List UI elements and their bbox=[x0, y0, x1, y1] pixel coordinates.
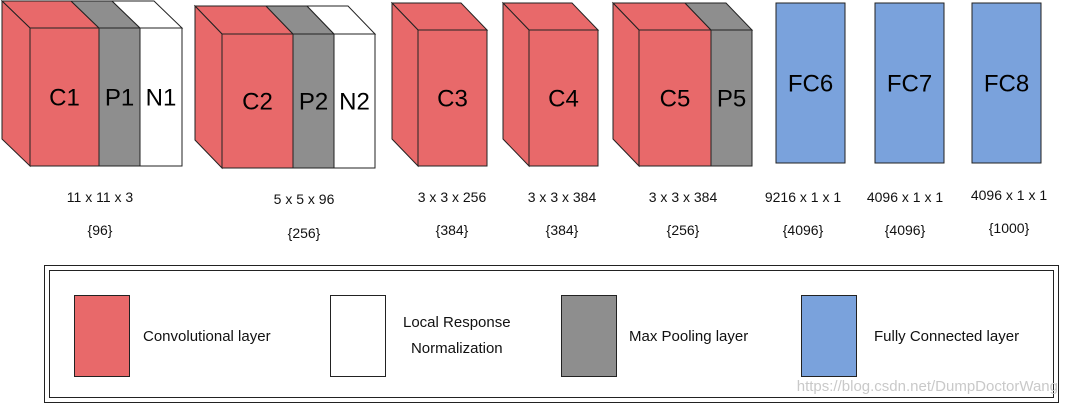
legend-label-norm: Local Response Normalization bbox=[403, 310, 511, 362]
annotation-kernel-1: 11 x 11 x 3 bbox=[66, 189, 134, 205]
legend bbox=[44, 265, 1059, 403]
annotation-kernel-7: 4096 x 1 x 1 bbox=[866, 189, 944, 205]
block-label-n1: N1 bbox=[146, 84, 177, 111]
block-fc6 bbox=[775, 2, 846, 164]
layer-group-c4: C4 bbox=[501, 1, 600, 168]
legend-swatch-norm bbox=[330, 295, 386, 377]
annotation-filters-5: {256} bbox=[666, 222, 700, 238]
watermark: https://blog.csdn.net/DumpDoctorWang bbox=[796, 378, 1058, 395]
block-side-face-c4 bbox=[502, 1, 530, 168]
block-c5 bbox=[638, 29, 712, 167]
layer-group-fc8: FC8 bbox=[971, 2, 1042, 164]
layer-group-c2-p2-n2: C2 P2 N2 bbox=[193, 4, 377, 170]
legend-label-pool: Max Pooling layer bbox=[629, 328, 749, 345]
annotation-filters-3: {384} bbox=[435, 222, 469, 238]
block-c1 bbox=[29, 27, 100, 167]
legend-label-conv: Convolutional layer bbox=[143, 328, 271, 345]
layer-group-c1-p1-n1: C1 P1 N1 bbox=[0, 0, 184, 168]
legend-swatch-fc bbox=[801, 295, 857, 377]
layer-group-fc6: FC6 bbox=[775, 2, 846, 164]
block-label-fc6: FC6 bbox=[788, 70, 833, 97]
block-n1 bbox=[139, 27, 183, 167]
annotation-kernel-3: 3 x 3 x 256 bbox=[417, 189, 487, 205]
block-label-p2: P2 bbox=[299, 88, 328, 115]
legend-inner-border bbox=[49, 270, 1054, 398]
block-fc7 bbox=[874, 2, 945, 164]
annotation-kernel-4: 3 x 3 x 384 bbox=[527, 189, 597, 205]
block-label-p5: P5 bbox=[717, 85, 746, 112]
block-side-face-c1 bbox=[1, 0, 31, 168]
block-label-fc7: FC7 bbox=[887, 70, 932, 97]
layer-group-c5-p5: C5 P5 bbox=[611, 1, 754, 168]
annotation-filters-7: {4096} bbox=[884, 222, 926, 238]
block-side-face-c5 bbox=[612, 1, 640, 168]
block-side-face-c2 bbox=[194, 4, 223, 170]
block-n2 bbox=[333, 33, 376, 169]
block-label-c2: C2 bbox=[242, 88, 273, 115]
block-p5 bbox=[710, 29, 753, 167]
block-label-p1: P1 bbox=[105, 84, 134, 111]
annotation-kernel-2: 5 x 5 x 96 bbox=[273, 191, 335, 207]
annotation-kernel-6: 9216 x 1 x 1 bbox=[764, 189, 842, 205]
legend-swatch-conv bbox=[74, 295, 130, 377]
block-label-n2: N2 bbox=[339, 88, 370, 115]
block-label-c4: C4 bbox=[548, 85, 579, 112]
block-label-c3: C3 bbox=[437, 85, 468, 112]
layer-group-c3: C3 bbox=[390, 1, 489, 168]
block-c3 bbox=[417, 29, 488, 167]
annotation-filters-6: {4096} bbox=[782, 222, 824, 238]
annotation-filters-1: {96} bbox=[87, 222, 113, 238]
block-c4 bbox=[528, 29, 599, 167]
legend-label-norm-line1: Local Response bbox=[403, 314, 511, 331]
block-label-c5: C5 bbox=[660, 85, 691, 112]
block-label-c1: C1 bbox=[49, 84, 80, 111]
block-fc8 bbox=[971, 2, 1042, 164]
annotation-filters-4: {384} bbox=[545, 222, 579, 238]
annotation-kernel-8: 4096 x 1 x 1 bbox=[970, 187, 1048, 203]
block-label-fc8: FC8 bbox=[984, 70, 1029, 97]
layer-group-fc7: FC7 bbox=[874, 2, 945, 164]
block-c2 bbox=[221, 33, 294, 169]
annotation-filters-8: {1000} bbox=[988, 220, 1030, 236]
legend-label-norm-line2: Normalization bbox=[410, 340, 503, 357]
annotation-filters-2: {256} bbox=[287, 225, 321, 241]
annotation-kernel-5: 3 x 3 x 384 bbox=[648, 189, 718, 205]
legend-label-fc: Fully Connected layer bbox=[874, 328, 1020, 345]
block-side-face-c3 bbox=[391, 1, 419, 168]
alexnet-architecture-diagram: C1 P1 N1 C2 P2 N2 C3 C4 C5 P5 FC6 FC7 FC8 bbox=[0, 0, 1042, 170]
legend-swatch-pool bbox=[561, 295, 617, 377]
block-p2 bbox=[292, 33, 335, 169]
